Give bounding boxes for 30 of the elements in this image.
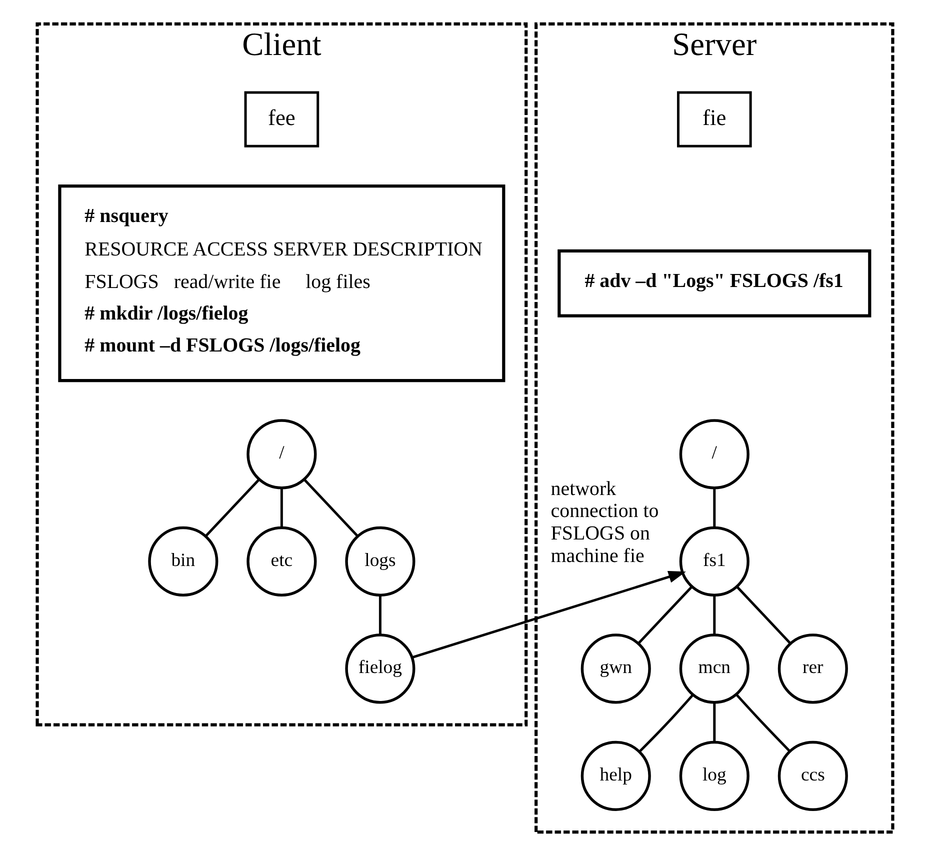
node-circle: / bbox=[246, 418, 317, 489]
node-box: # adv –d "Logs" FSLOGS /fs1 bbox=[558, 248, 872, 317]
node-circle: / bbox=[679, 418, 750, 489]
node-circle: gwn bbox=[580, 633, 651, 704]
arrow bbox=[412, 570, 686, 658]
node-box: fee bbox=[244, 90, 320, 147]
connector bbox=[713, 594, 716, 634]
node-circle: mcn bbox=[679, 633, 750, 704]
node-circle: logs bbox=[345, 526, 416, 596]
connector bbox=[713, 702, 716, 742]
connector bbox=[736, 586, 792, 644]
node-circle: bin bbox=[148, 526, 218, 596]
connector bbox=[204, 478, 260, 536]
node-circle: ccs bbox=[778, 740, 848, 810]
node-circle: etc bbox=[246, 526, 317, 596]
node-circle: fs1 bbox=[679, 526, 750, 596]
connector bbox=[736, 693, 790, 752]
connector bbox=[304, 478, 358, 536]
connector bbox=[378, 594, 382, 634]
node-circle: help bbox=[580, 740, 651, 810]
connector bbox=[638, 586, 692, 644]
edge-label: network connection to FSLOGS on machine fie bbox=[550, 477, 659, 567]
node-box: # nsquery RESOURCE ACCESS SERVER DESCRIPTION FSLOGS read/write fie log files # mkdir /logs/fielog # mount –d FSLOGS /logs/fielog bbox=[58, 184, 506, 382]
node-box: fie bbox=[677, 90, 752, 147]
node-circle: rer bbox=[778, 633, 848, 704]
connector bbox=[638, 693, 694, 752]
connector bbox=[280, 488, 283, 528]
node-circle: log bbox=[679, 740, 750, 810]
connector bbox=[713, 488, 716, 528]
node-circle: fielog bbox=[345, 633, 416, 704]
